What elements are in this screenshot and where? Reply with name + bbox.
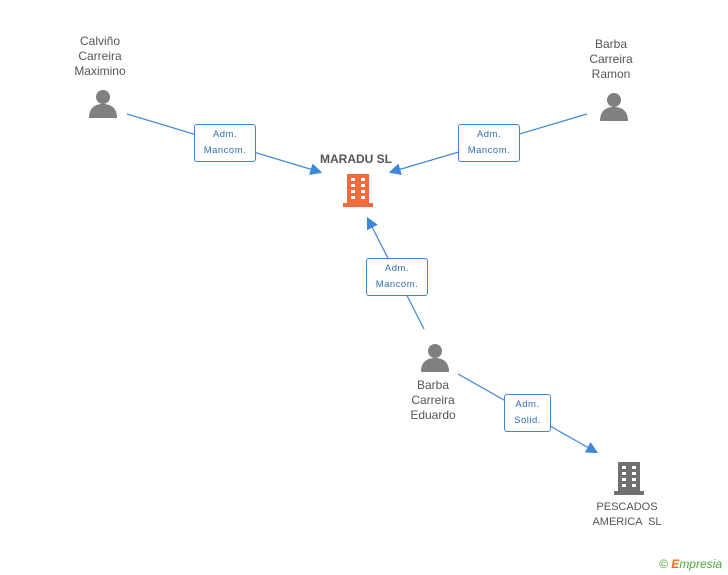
person-label-ramon[interactable]: Barba Carreira Ramon (589, 37, 633, 81)
person-label-eduardo[interactable]: Barba Carreira Eduardo (410, 378, 456, 422)
person-label-calvino[interactable]: Calviño Carreira Maximino (74, 34, 126, 78)
company-label-pescados[interactable]: PESCADOS AMERICA SL (592, 501, 662, 528)
role-box-ramon[interactable]: Adm. Mancom. (458, 124, 520, 162)
role-box-calvino[interactable]: Adm. Mancom. (194, 124, 256, 162)
person-icon-calvino[interactable] (88, 88, 118, 118)
brand-name: mpresia (679, 557, 722, 571)
person-icon-ramon[interactable] (599, 91, 629, 121)
main-company-icon[interactable] (342, 172, 374, 208)
copyright-icon: © (659, 557, 668, 571)
company-icon-pescados[interactable] (613, 460, 645, 496)
person-icon-eduardo[interactable] (420, 342, 450, 372)
role-box-eduardo-pescados[interactable]: Adm. Solid. (504, 394, 551, 432)
role-box-eduardo-maradu[interactable]: Adm. Mancom. (366, 258, 428, 296)
brand-initial: E (671, 557, 680, 571)
maradu-label[interactable]: MARADU SL (320, 152, 392, 166)
empresia-footer: © Empresia (659, 557, 722, 571)
